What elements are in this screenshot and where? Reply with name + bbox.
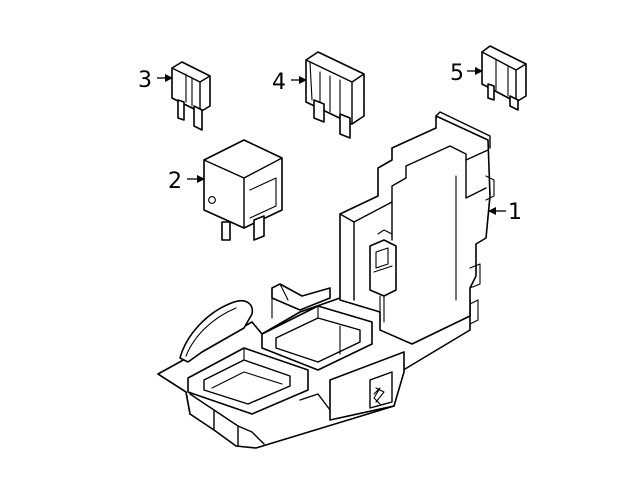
callout-2: 2 bbox=[168, 169, 205, 194]
cartridge-fuse bbox=[481, 45, 527, 111]
mini-fuse bbox=[171, 61, 211, 131]
callout-1-label: 1 bbox=[508, 200, 522, 225]
callout-1: 1 bbox=[488, 200, 522, 225]
callout-4: 4 bbox=[272, 70, 307, 95]
callout-4-label: 4 bbox=[272, 70, 286, 95]
maxi-fuse bbox=[305, 51, 365, 139]
relay bbox=[203, 139, 283, 241]
fuse-relay-box-housing bbox=[157, 111, 495, 449]
callout-3: 3 bbox=[138, 68, 173, 93]
callout-5-label: 5 bbox=[450, 61, 464, 86]
callout-2-label: 2 bbox=[168, 169, 182, 194]
callout-5: 5 bbox=[450, 61, 483, 86]
callout-3-label: 3 bbox=[138, 68, 152, 93]
